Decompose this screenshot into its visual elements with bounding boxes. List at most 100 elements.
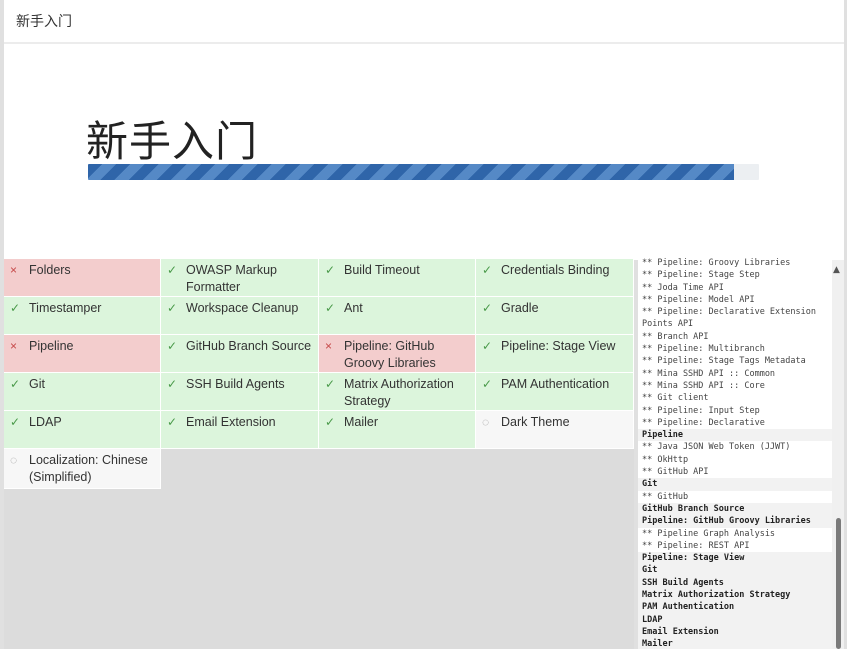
log-line: Git <box>638 478 832 491</box>
log-line: ** Pipeline: Declarative <box>642 417 765 428</box>
log-scrollbar[interactable]: ▲ <box>832 260 844 649</box>
plugin-item: ◌ Dark Theme <box>476 411 634 449</box>
plugin-status-grid: × Folders ✓ OWASP Markup Formatter ✓ Build Ti… <box>4 259 634 649</box>
plugin-item: ✓ Credentials Binding <box>476 259 634 297</box>
wizard-header-panel: 新手入门 新手入门 <box>4 0 844 260</box>
plugin-label: PAM Authentication <box>501 377 610 391</box>
check-icon: ✓ <box>482 263 493 277</box>
install-progress-fill <box>88 164 734 180</box>
log-line: Matrix Authorization Strategy <box>638 589 832 602</box>
log-line: SSH Build Agents <box>638 576 832 590</box>
plugin-label: Gradle <box>501 301 539 315</box>
plugin-item: ✓ Build Timeout <box>319 259 476 297</box>
log-line: ** Git client <box>642 393 709 404</box>
log-line: ** GitHub <box>642 491 689 502</box>
plugin-item: ✓ GitHub Branch Source <box>161 335 319 373</box>
plugin-label: Mailer <box>344 415 379 429</box>
window-title: 新手入门 <box>16 14 72 30</box>
scroll-up-arrow-icon[interactable]: ▲ <box>833 265 840 275</box>
plugin-label: Timestamper <box>29 301 102 315</box>
log-line: ** Pipeline: REST API <box>642 540 750 551</box>
check-icon: ✓ <box>325 415 336 429</box>
plugin-label: Folders <box>29 263 71 277</box>
check-icon: ✓ <box>325 377 336 391</box>
log-scrollbar-thumb[interactable] <box>836 518 841 649</box>
plugin-item: ◌ Localization: Chinese (Simplified) <box>4 449 161 489</box>
plugin-label: Email Extension <box>186 415 276 429</box>
plugin-item: ✓ LDAP <box>4 411 161 449</box>
plugin-item: ✓ Email Extension <box>161 411 319 449</box>
check-icon: ✓ <box>10 377 21 391</box>
plugin-label: Git <box>29 377 45 391</box>
log-line: ** Mina SSHD API :: Core <box>642 380 765 391</box>
log-line: ** Pipeline Graph Analysis <box>642 528 776 539</box>
log-line: ** Pipeline: Stage Step <box>642 270 760 281</box>
log-line: ** Joda Time API <box>642 282 724 293</box>
check-icon: ✓ <box>10 301 21 315</box>
plugin-item: ✓SSH Build Agents <box>161 373 319 411</box>
plugin-item: ✓ Mailer <box>319 411 476 449</box>
plugin-item: ✓ Timestamper <box>4 297 161 335</box>
plugin-item: × Pipeline: GitHub Groovy Libraries <box>319 335 476 373</box>
loading-spinner-icon: ◌ <box>10 453 18 467</box>
check-icon: ✓ <box>482 377 493 391</box>
plugin-label: Localization: Chinese (Simplified) <box>29 453 148 484</box>
log-line: Points API <box>642 319 694 330</box>
plugin-item: ✓ PAM Authentication <box>476 373 634 411</box>
log-line: ** GitHub API <box>642 467 709 478</box>
log-line: PAM Authentication <box>638 601 832 614</box>
title-divider <box>4 42 844 44</box>
plugin-label: Matrix Authorization Strategy <box>344 377 454 408</box>
plugin-label: Dark Theme <box>501 415 570 429</box>
plugin-item: ✓ Matrix Authorization Strategy <box>319 373 476 411</box>
plugin-item: ✓ Git <box>4 373 161 411</box>
log-line: GitHub Branch Source <box>638 502 832 516</box>
plugin-label: GitHub Branch Source <box>186 339 312 353</box>
plugin-item: ✓ OWASP Markup Formatter <box>161 259 319 297</box>
check-icon: ✓ <box>167 301 178 315</box>
log-line: ** Pipeline: Groovy Libraries <box>642 258 791 268</box>
install-log[interactable]: ** Pipeline: Groovy Libraries ** Pipeline… <box>638 257 832 649</box>
plugin-label: Ant <box>344 301 363 315</box>
check-icon: ✓ <box>482 301 493 315</box>
plugin-item: ✓ Ant <box>319 297 476 335</box>
plugin-item: × Folders <box>4 259 161 297</box>
log-line: ** Pipeline: Input Step <box>642 405 760 416</box>
error-x-icon: × <box>325 339 333 353</box>
install-progress-bar <box>88 164 759 180</box>
log-line: ** Mina SSHD API :: Common <box>642 368 776 379</box>
check-icon: ✓ <box>167 415 178 429</box>
plugin-label: SSH Build Agents <box>186 377 285 391</box>
log-line: ** Pipeline: Model API <box>642 294 755 305</box>
check-icon: ✓ <box>10 415 21 429</box>
log-line: Pipeline <box>638 429 832 442</box>
log-line: ** Pipeline: Stage Tags Metadata <box>642 356 806 367</box>
check-icon: ✓ <box>167 263 178 277</box>
plugin-label: OWASP Markup Formatter <box>186 263 277 294</box>
plugin-label: Build Timeout <box>344 263 420 277</box>
log-line: Mailer <box>638 638 832 649</box>
error-x-icon: × <box>10 263 18 277</box>
log-line: Email Extension <box>638 625 832 639</box>
plugin-label: Pipeline: GitHub Groovy Libraries <box>344 339 436 370</box>
log-line: ** Branch API <box>642 331 709 342</box>
log-line: ** OkHttp <box>642 454 689 465</box>
plugin-label: Credentials Binding <box>501 263 610 277</box>
check-icon: ✓ <box>482 339 493 353</box>
log-line: ** Pipeline: Declarative Extension <box>642 307 816 318</box>
log-line: Pipeline: GitHub Groovy Libraries <box>638 515 832 528</box>
plugin-label: LDAP <box>29 415 62 429</box>
log-line: ** Pipeline: Multibranch <box>642 344 765 355</box>
loading-spinner-icon: ◌ <box>482 415 490 429</box>
log-line: ** Java JSON Web Token (JJWT) <box>642 442 791 453</box>
plugin-label: Workspace Cleanup <box>186 301 299 315</box>
check-icon: ✓ <box>167 339 178 353</box>
error-x-icon: × <box>10 339 18 353</box>
plugin-item: ✓Pipeline: Stage View <box>476 335 634 373</box>
log-line: Git <box>638 564 832 577</box>
check-icon: ✓ <box>325 263 336 277</box>
check-icon: ✓ <box>325 301 336 315</box>
plugin-item: ✓ Workspace Cleanup <box>161 297 319 335</box>
plugin-label: Pipeline <box>29 339 74 353</box>
